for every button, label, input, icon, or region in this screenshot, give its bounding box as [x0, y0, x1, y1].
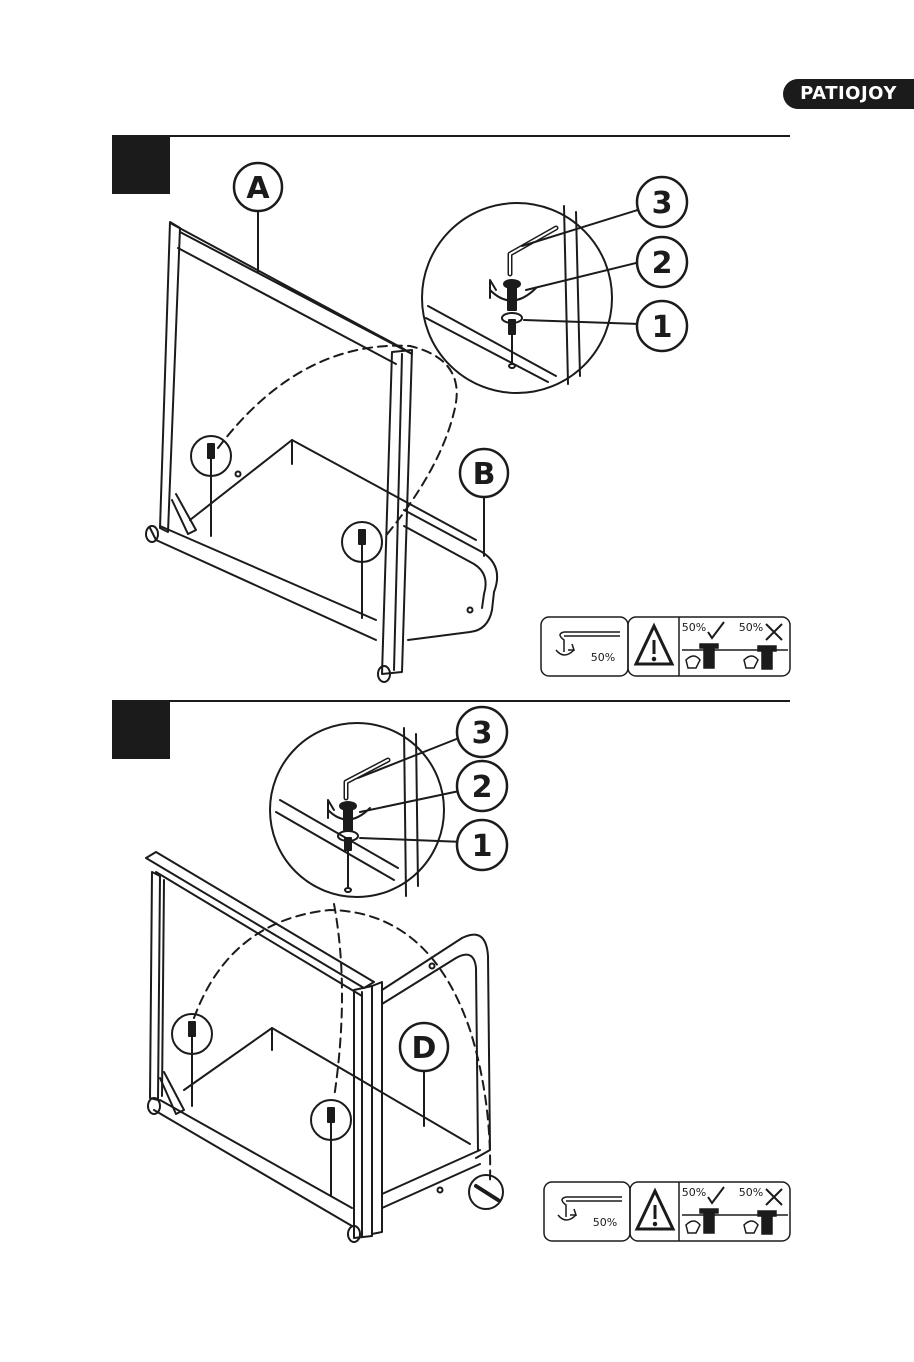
step-1-frame-drawing: [146, 210, 497, 682]
step-2-detail-circle: [270, 723, 464, 897]
step-2-right-percent: 50%: [739, 1186, 763, 1199]
step-2-callout-2: 2: [457, 761, 507, 811]
svg-text:1: 1: [472, 829, 493, 864]
step-2-tighten-label: 50%: [593, 1216, 617, 1229]
check-icon: [708, 622, 724, 638]
svg-text:3: 3: [652, 186, 673, 221]
svg-text:2: 2: [472, 770, 493, 805]
cross-icon: [766, 1189, 782, 1205]
step-1-right-percent: 50%: [739, 621, 763, 634]
svg-text:3: 3: [472, 716, 493, 751]
step-1-left-percent: 50%: [682, 621, 706, 634]
part-label-b: B: [460, 449, 508, 497]
part-label-a: A: [234, 163, 282, 211]
svg-text:1: 1: [652, 310, 673, 345]
step-2-callout-3: 3: [457, 707, 507, 757]
step-1-detail-circle: [422, 203, 644, 393]
warning-icon: [636, 626, 672, 664]
cross-icon: [766, 624, 782, 640]
half-tightened-bolt-icon: [686, 644, 718, 668]
svg-text:B: B: [473, 457, 496, 492]
svg-text:2: 2: [652, 246, 673, 281]
step-1-callout-2: 2: [637, 237, 687, 287]
check-icon: [708, 1187, 724, 1203]
svg-text:D: D: [412, 1031, 437, 1066]
step-1-callout-3: 3: [637, 177, 687, 227]
svg-text:A: A: [246, 171, 270, 206]
step-1-tighten-label: 50%: [591, 651, 615, 664]
warning-icon: [637, 1191, 673, 1229]
step-2-left-percent: 50%: [682, 1186, 706, 1199]
step-2-callout-1: 1: [457, 820, 507, 870]
step-1-callout-1: 1: [637, 301, 687, 351]
half-tightened-bolt-icon: [686, 1209, 718, 1233]
part-label-d: D: [400, 1023, 448, 1071]
